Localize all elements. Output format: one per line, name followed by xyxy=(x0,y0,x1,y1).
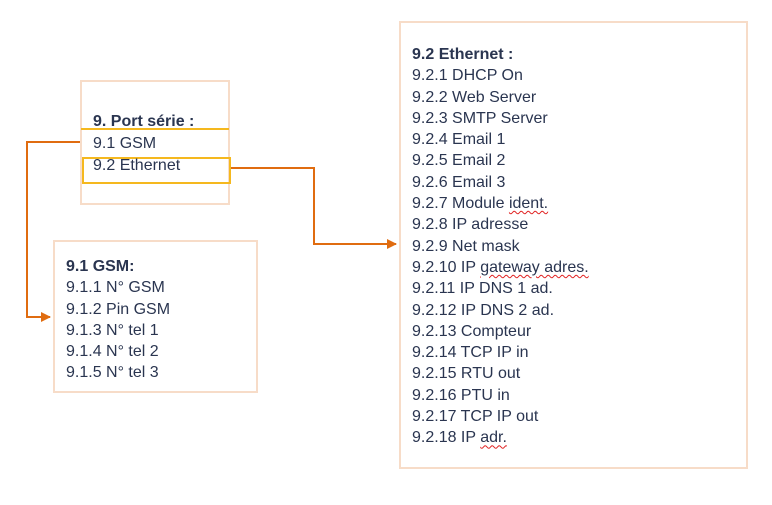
title-underline-highlight xyxy=(81,128,229,130)
ethernet-item: 9.2.2 Web Server xyxy=(412,88,537,106)
ethernet-item: 9.2.7 Module ident. xyxy=(412,195,549,213)
ethernet-item: 9.2.15 RTU out xyxy=(412,365,521,383)
ethernet-item-highlight xyxy=(82,157,231,184)
arrow-gsm-to-gsm-box xyxy=(26,141,80,322)
ethernet-item: 9.2.10 IP gateway adres. xyxy=(412,258,589,276)
ethernet-item: 9.2.5 Email 2 xyxy=(412,152,506,170)
gsm-box: 9.1 GSM: 9.1.1 N° GSM 9.1.2 Pin GSM 9.1.… xyxy=(53,240,258,393)
gsm-item: 9.1.4 N° tel 2 xyxy=(66,343,159,361)
gsm-item: 9.1.3 N° tel 1 xyxy=(66,321,159,339)
ethernet-item: 9.2.18 IP adr. xyxy=(412,429,507,447)
ethernet-item: 9.2.3 SMTP Server xyxy=(412,109,548,127)
ethernet-item: 9.2.8 IP adresse xyxy=(412,216,529,234)
gsm-title: 9.1 GSM: xyxy=(66,258,135,275)
ethernet-item: 9.2.11 IP DNS 1 ad. xyxy=(412,280,553,298)
ethernet-title: 9.2 Ethernet : xyxy=(412,46,514,63)
ethernet-item: 9.2.16 PTU in xyxy=(412,386,510,404)
gsm-item: 9.1.5 N° tel 3 xyxy=(66,364,159,382)
ethernet-item: 9.2.1 DHCP On xyxy=(412,67,523,85)
gsm-item: 9.1.2 Pin GSM xyxy=(66,300,171,318)
port-item-gsm: 9.1 GSM xyxy=(93,135,157,152)
ethernet-box: 9.2 Ethernet : 9.2.1 DHCP On 9.2.2 Web S… xyxy=(399,21,748,469)
ethernet-item: 9.2.6 Email 3 xyxy=(412,173,506,191)
port-item-ethernet: 9.2 Ethernet xyxy=(93,157,181,174)
ethernet-item: 9.2.9 Net mask xyxy=(412,237,520,255)
ethernet-item: 9.2.17 TCP IP out xyxy=(412,408,539,426)
arrow-ethernet-to-ethernet-box xyxy=(230,167,397,249)
port-serie-box: 9. Port série : 9.1 GSM 9.2 Ethernet xyxy=(80,80,231,205)
ethernet-item: 9.2.13 Compteur xyxy=(412,322,532,340)
port-serie-title: 9. Port série : xyxy=(93,113,195,130)
ethernet-item: 9.2.12 IP DNS 2 ad. xyxy=(412,301,555,319)
ethernet-item: 9.2.4 Email 1 xyxy=(412,131,506,149)
gsm-item: 9.1.1 N° GSM xyxy=(66,279,165,297)
ethernet-item: 9.2.14 TCP IP in xyxy=(412,344,529,362)
